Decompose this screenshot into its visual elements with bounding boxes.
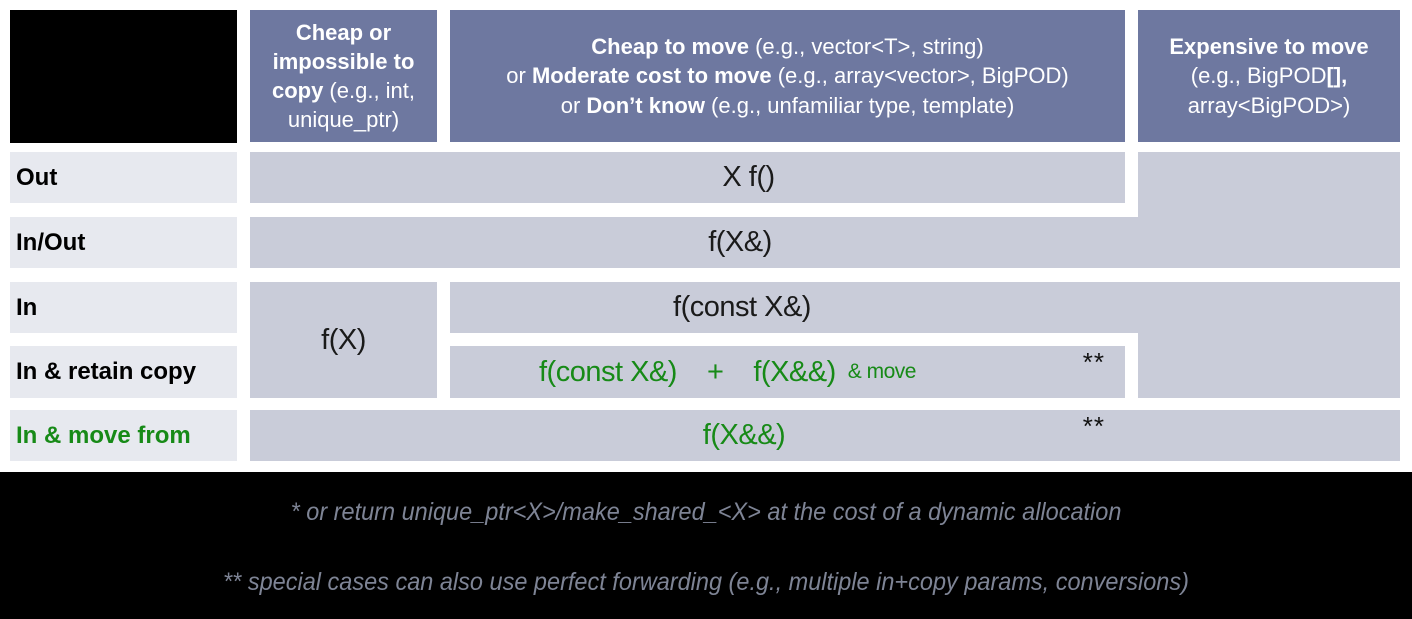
plus-sign: + [706,355,724,388]
header-bold-segment: Expensive to move [1169,34,1369,60]
row-label-out: Out [10,152,237,203]
header-line-3: array<BigPOD>) [1169,91,1368,120]
header-line-1: Expensive to move [1169,32,1368,61]
cell-in-retain-copy-overloads: f(const X&) + f(X&&) & move ** [450,346,1125,398]
double-asterisk-footnote-marker: ** [1082,411,1105,441]
header-regular-segment: or [560,92,587,118]
header-regular-segment: (e.g., array<vector>, BigPOD) [771,63,1069,89]
code-text-and-move: & move [847,360,917,383]
code-text: X f() [722,161,775,193]
row-label-in-retain-copy: In & retain copy [10,346,237,398]
column-header-expensive-to-move: Expensive to move (e.g., BigPOD[], array… [1138,10,1400,142]
header-bold-segment: Cheap or impossible to copy [271,19,415,103]
header-line-2: or Moderate cost to move (e.g., array<ve… [506,61,1068,90]
footnote-dynamic-allocation: * or return unique_ptr<X>/make_shared_<X… [290,498,1122,526]
double-asterisk-footnote-marker: ** [1082,347,1105,377]
footnote-perfect-forwarding: ** special cases can also use perfect fo… [223,568,1189,596]
header-bold-segment: Don’t know [586,92,705,118]
row-label-text: In & move from [16,421,191,449]
column-header-text: Expensive to move (e.g., BigPOD[], array… [1169,32,1368,119]
header-regular-segment: (e.g., vector<T>, string) [748,34,984,60]
row-label-in-out: In/Out [10,217,237,268]
header-line-3: or Don’t know (e.g., unfamiliar type, te… [506,91,1068,120]
cell-expensive-in-merged [1138,282,1400,398]
header-regular-segment: array<BigPOD>) [1187,92,1351,118]
header-bold-segment: Moderate cost to move [531,63,772,89]
header-regular-segment: or [506,63,532,89]
corner-spacer-box [10,10,237,143]
column-header-text: Cheap to move (e.g., vector<T>, string) … [506,32,1068,119]
header-regular-segment: (e.g., BigPOD [1190,63,1327,89]
header-bold-segment: Cheap to move [591,34,749,60]
row-label-text: In & retain copy [16,358,197,385]
row-label-in-move-from: In & move from [10,410,237,461]
header-line-2: (e.g., BigPOD[], [1169,61,1368,90]
header-line-1: Cheap to move (e.g., vector<T>, string) [506,32,1068,61]
code-text: f(X&) [708,226,772,258]
row-label-in: In [10,282,237,333]
code-text: f(const X&) [673,291,811,323]
column-header-cheap-or-impossible-to-copy: Cheap or impossible to copy (e.g., int, … [250,10,437,142]
header-regular-segment: (e.g., int, unique_ptr) [287,78,416,133]
column-header-cheap-or-moderate-move: Cheap to move (e.g., vector<T>, string) … [450,10,1125,142]
row-label-text: Out [16,163,58,191]
cell-inout-ref-param: f(X&) [250,217,1400,268]
footer-band: * or return unique_ptr<X>/make_shared_<X… [0,472,1412,619]
header-regular-segment: (e.g., unfamiliar type, template) [704,92,1015,118]
row-label-text: In/Out [16,228,86,256]
cell-in-by-value: f(X) [250,282,437,398]
cell-in-move-from-rvalue-ref: f(X&&) ** [250,410,1400,461]
row-label-text: In [16,293,38,321]
column-header-text: Cheap or impossible to copy (e.g., int, … [256,18,431,134]
cell-out-return-by-value: X f() [250,152,1125,203]
code-text: f(X) [321,323,366,356]
code-text-rvalue-ref: f(X&&) [753,355,836,388]
code-text-const-ref: f(const X&) [539,355,677,388]
header-bold-segment: [], [1326,63,1348,89]
code-text: f(X&&) [702,419,786,451]
